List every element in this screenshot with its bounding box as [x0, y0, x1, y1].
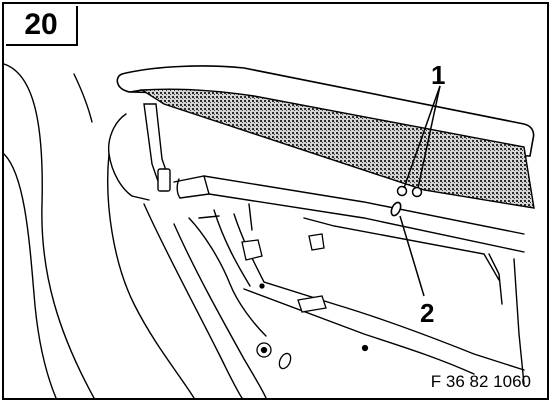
callout-2: 2 [420, 298, 435, 328]
clip [390, 201, 402, 217]
callout-1: 1 [431, 60, 446, 90]
figure-number: 20 [6, 6, 78, 46]
windscreen-frame [116, 65, 535, 209]
side-strut [143, 103, 171, 192]
leader-lines [399, 85, 441, 297]
illustration [4, 63, 535, 398]
lower-frame [173, 175, 525, 385]
screws [396, 185, 423, 198]
car-body-outline [4, 63, 267, 398]
figure-code: F 36 82 1060 [430, 372, 531, 391]
diagram-frame: 20 [2, 2, 549, 400]
fittings [241, 233, 369, 370]
